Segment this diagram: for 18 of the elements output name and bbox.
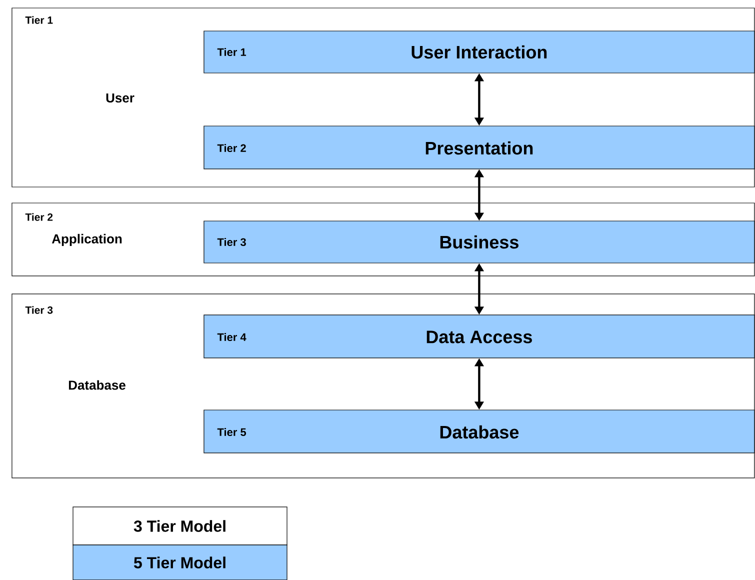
tier-number: Tier 2 [217,144,246,152]
tier-number: Tier 2 [25,213,53,221]
tier-title: Presentation [426,141,533,155]
tier-title: Database [440,425,519,439]
tier-number: Tier 4 [217,332,246,342]
layer-name: Application [52,234,122,246]
tier-title: Data Access [426,330,532,344]
layer-name: Database [68,380,126,390]
legend-item: 5 Tier Model [72,544,288,580]
legend-item: 3 Tier Model [72,506,288,546]
layer-name: User [106,93,134,103]
tier-title: User Interaction [412,45,547,59]
tier-title: Business [440,235,518,249]
tier-number: Tier 1 [217,48,246,56]
tier-number: Tier 5 [217,428,246,436]
tier-number: Tier 3 [25,306,53,314]
tier-number: Tier 1 [25,16,53,24]
tier-number: Tier 3 [217,238,246,246]
